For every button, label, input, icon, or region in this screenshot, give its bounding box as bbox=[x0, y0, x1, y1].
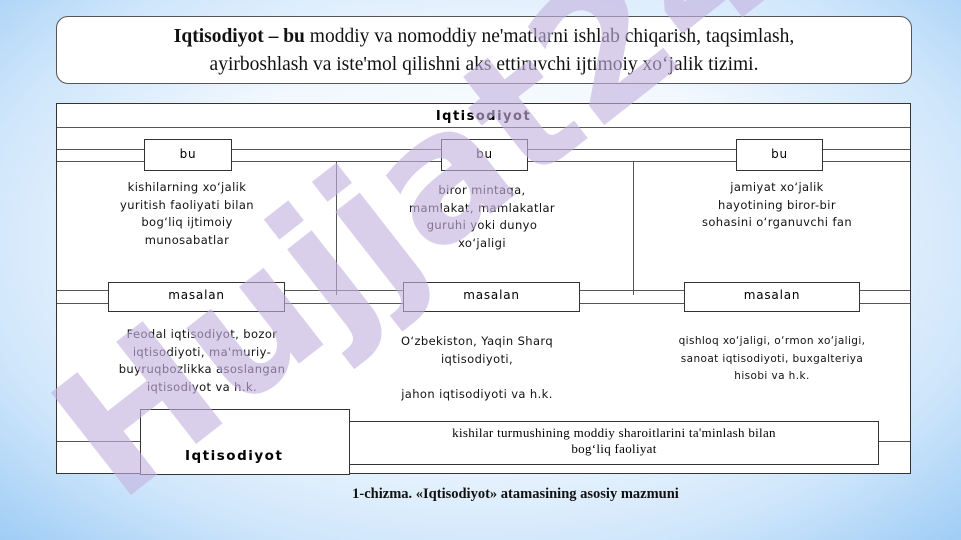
description-line: biror mintaqa, bbox=[438, 183, 526, 197]
example-line: iqtisodiyot va h.k. bbox=[146, 379, 258, 394]
example-line: O‘zbekiston, Yaqin Sharq bbox=[400, 334, 554, 348]
description-3: jamiyat xo‘jalik hayotining biror-bir so… bbox=[657, 179, 897, 232]
bottom-desc-line: kishilar turmushining moddiy sharoitlari… bbox=[452, 425, 776, 440]
example-line: iqtisodiyoti, bbox=[440, 351, 514, 366]
description-line: hayotining biror-bir bbox=[718, 197, 836, 212]
example-line: sanoat iqtisodiyoti, buxgalteriya bbox=[680, 352, 864, 365]
example-line bbox=[357, 368, 597, 386]
description-line: mamlakat, mamlakatlar bbox=[408, 200, 556, 215]
example-1: Feodal iqtisodiyot, bozor iqtisodiyoti, … bbox=[87, 326, 317, 396]
description-1: kishilarning xo‘jalik yuritish faoliyati… bbox=[77, 179, 297, 249]
bottom-desc-line: bog‘liq faoliyat bbox=[571, 441, 657, 456]
bu-box-1: bu bbox=[144, 139, 232, 171]
masalan-box-2: masalan bbox=[403, 282, 580, 312]
bottom-title-box: Iqtisodiyot bbox=[140, 409, 350, 475]
example-line: buyruqbozlikka asoslangan bbox=[118, 362, 286, 376]
definition-term: Iqtisodiyot – bu bbox=[173, 26, 305, 47]
description-line: bog‘liq ijtimoiy bbox=[141, 215, 233, 229]
description-line: yuritish faoliyati bilan bbox=[119, 197, 255, 212]
description-line: sohasini o‘rganuvchi fan bbox=[701, 215, 853, 229]
bottom-desc-box: kishilar turmushining moddiy sharoitlari… bbox=[349, 421, 879, 465]
description-line: xo‘jaligi bbox=[458, 235, 506, 250]
definition-text-1: moddiy va nomoddiy ne'matlarni ishlab ch… bbox=[304, 26, 795, 47]
definition-line-2: ayirboshlash va iste'mol qilishni aks et… bbox=[209, 54, 759, 75]
definition-box: Iqtisodiyot – bu moddiy va nomoddiy ne'm… bbox=[56, 16, 912, 84]
example-3: qishloq xo‘jaligi, o‘rmon xo‘jaligi, san… bbox=[627, 333, 917, 386]
bu-box-2: bu bbox=[441, 139, 528, 171]
description-line: munosabatlar bbox=[144, 232, 230, 247]
description-line: jamiyat xo‘jalik bbox=[730, 180, 824, 194]
diagram: Iqtisodiyot bu bu bu kishilarning xo‘jal… bbox=[56, 103, 911, 475]
example-2: O‘zbekiston, Yaqin Sharq iqtisodiyoti, j… bbox=[357, 333, 597, 403]
divider-line bbox=[57, 127, 910, 128]
example-line: qishloq xo‘jaligi, o‘rmon xo‘jaligi, bbox=[678, 335, 866, 347]
figure-caption: 1-chizma. «Iqtisodiyot» atamasining asos… bbox=[352, 486, 679, 502]
example-line: iqtisodiyoti, ma'muriy- bbox=[132, 344, 272, 359]
definition-line-1: Iqtisodiyot – bu moddiy va nomoddiy ne'm… bbox=[57, 23, 911, 51]
masalan-box-3: masalan bbox=[684, 282, 860, 312]
example-line: Feodal iqtisodiyot, bozor bbox=[126, 327, 278, 341]
diagram-title: Iqtisodiyot bbox=[435, 109, 532, 124]
description-line: kishilarning xo‘jalik bbox=[127, 180, 247, 194]
example-line: hisobi va h.k. bbox=[734, 370, 810, 382]
column-divider bbox=[336, 161, 337, 295]
example-line: jahon iqtisodiyoti va h.k. bbox=[401, 386, 553, 401]
column-divider bbox=[633, 161, 634, 295]
description-2: biror mintaqa, mamlakat, mamlakatlar gur… bbox=[362, 182, 602, 252]
bu-box-3: bu bbox=[736, 139, 823, 171]
masalan-box-1: masalan bbox=[108, 282, 285, 312]
description-line: guruhi yoki dunyo bbox=[426, 218, 538, 232]
